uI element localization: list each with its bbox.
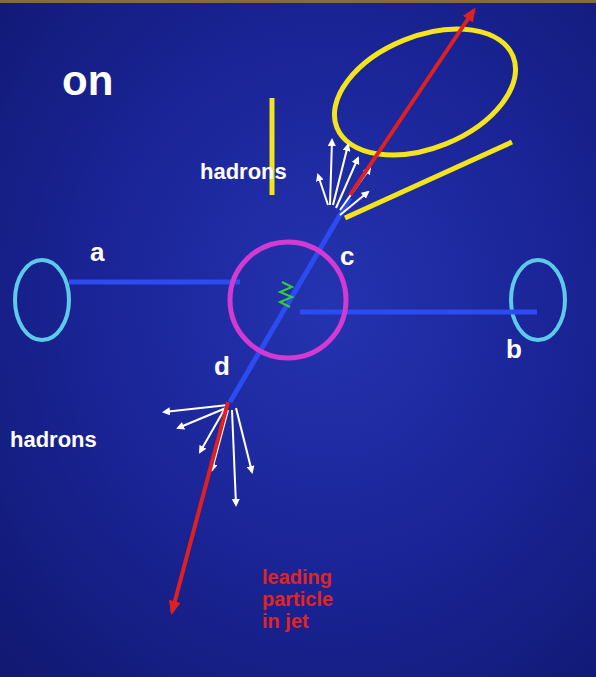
parton-label: b — [506, 335, 522, 364]
particle-label: hadrons — [200, 160, 287, 184]
parton-label: a — [90, 238, 104, 267]
jet-cone — [272, 4, 534, 218]
hadron-ellipse — [15, 260, 69, 340]
slide-title: on — [62, 58, 113, 104]
hadron-ellipse — [511, 260, 565, 340]
top-bar — [0, 0, 596, 3]
leading-particle-arrow — [350, 10, 474, 195]
particle-label: hadrons — [10, 428, 97, 452]
parton-line — [69, 280, 240, 285]
hadron-arrows — [164, 405, 252, 505]
gluon-squiggle — [280, 282, 292, 307]
parton-label: d — [214, 352, 230, 381]
parton-line — [230, 198, 350, 402]
interaction-circle — [230, 242, 346, 358]
parton-label: c — [340, 242, 354, 271]
leading-particle-arrow — [172, 402, 228, 612]
parton-line — [300, 310, 537, 315]
callout-note: leading particle in jet — [262, 566, 352, 632]
